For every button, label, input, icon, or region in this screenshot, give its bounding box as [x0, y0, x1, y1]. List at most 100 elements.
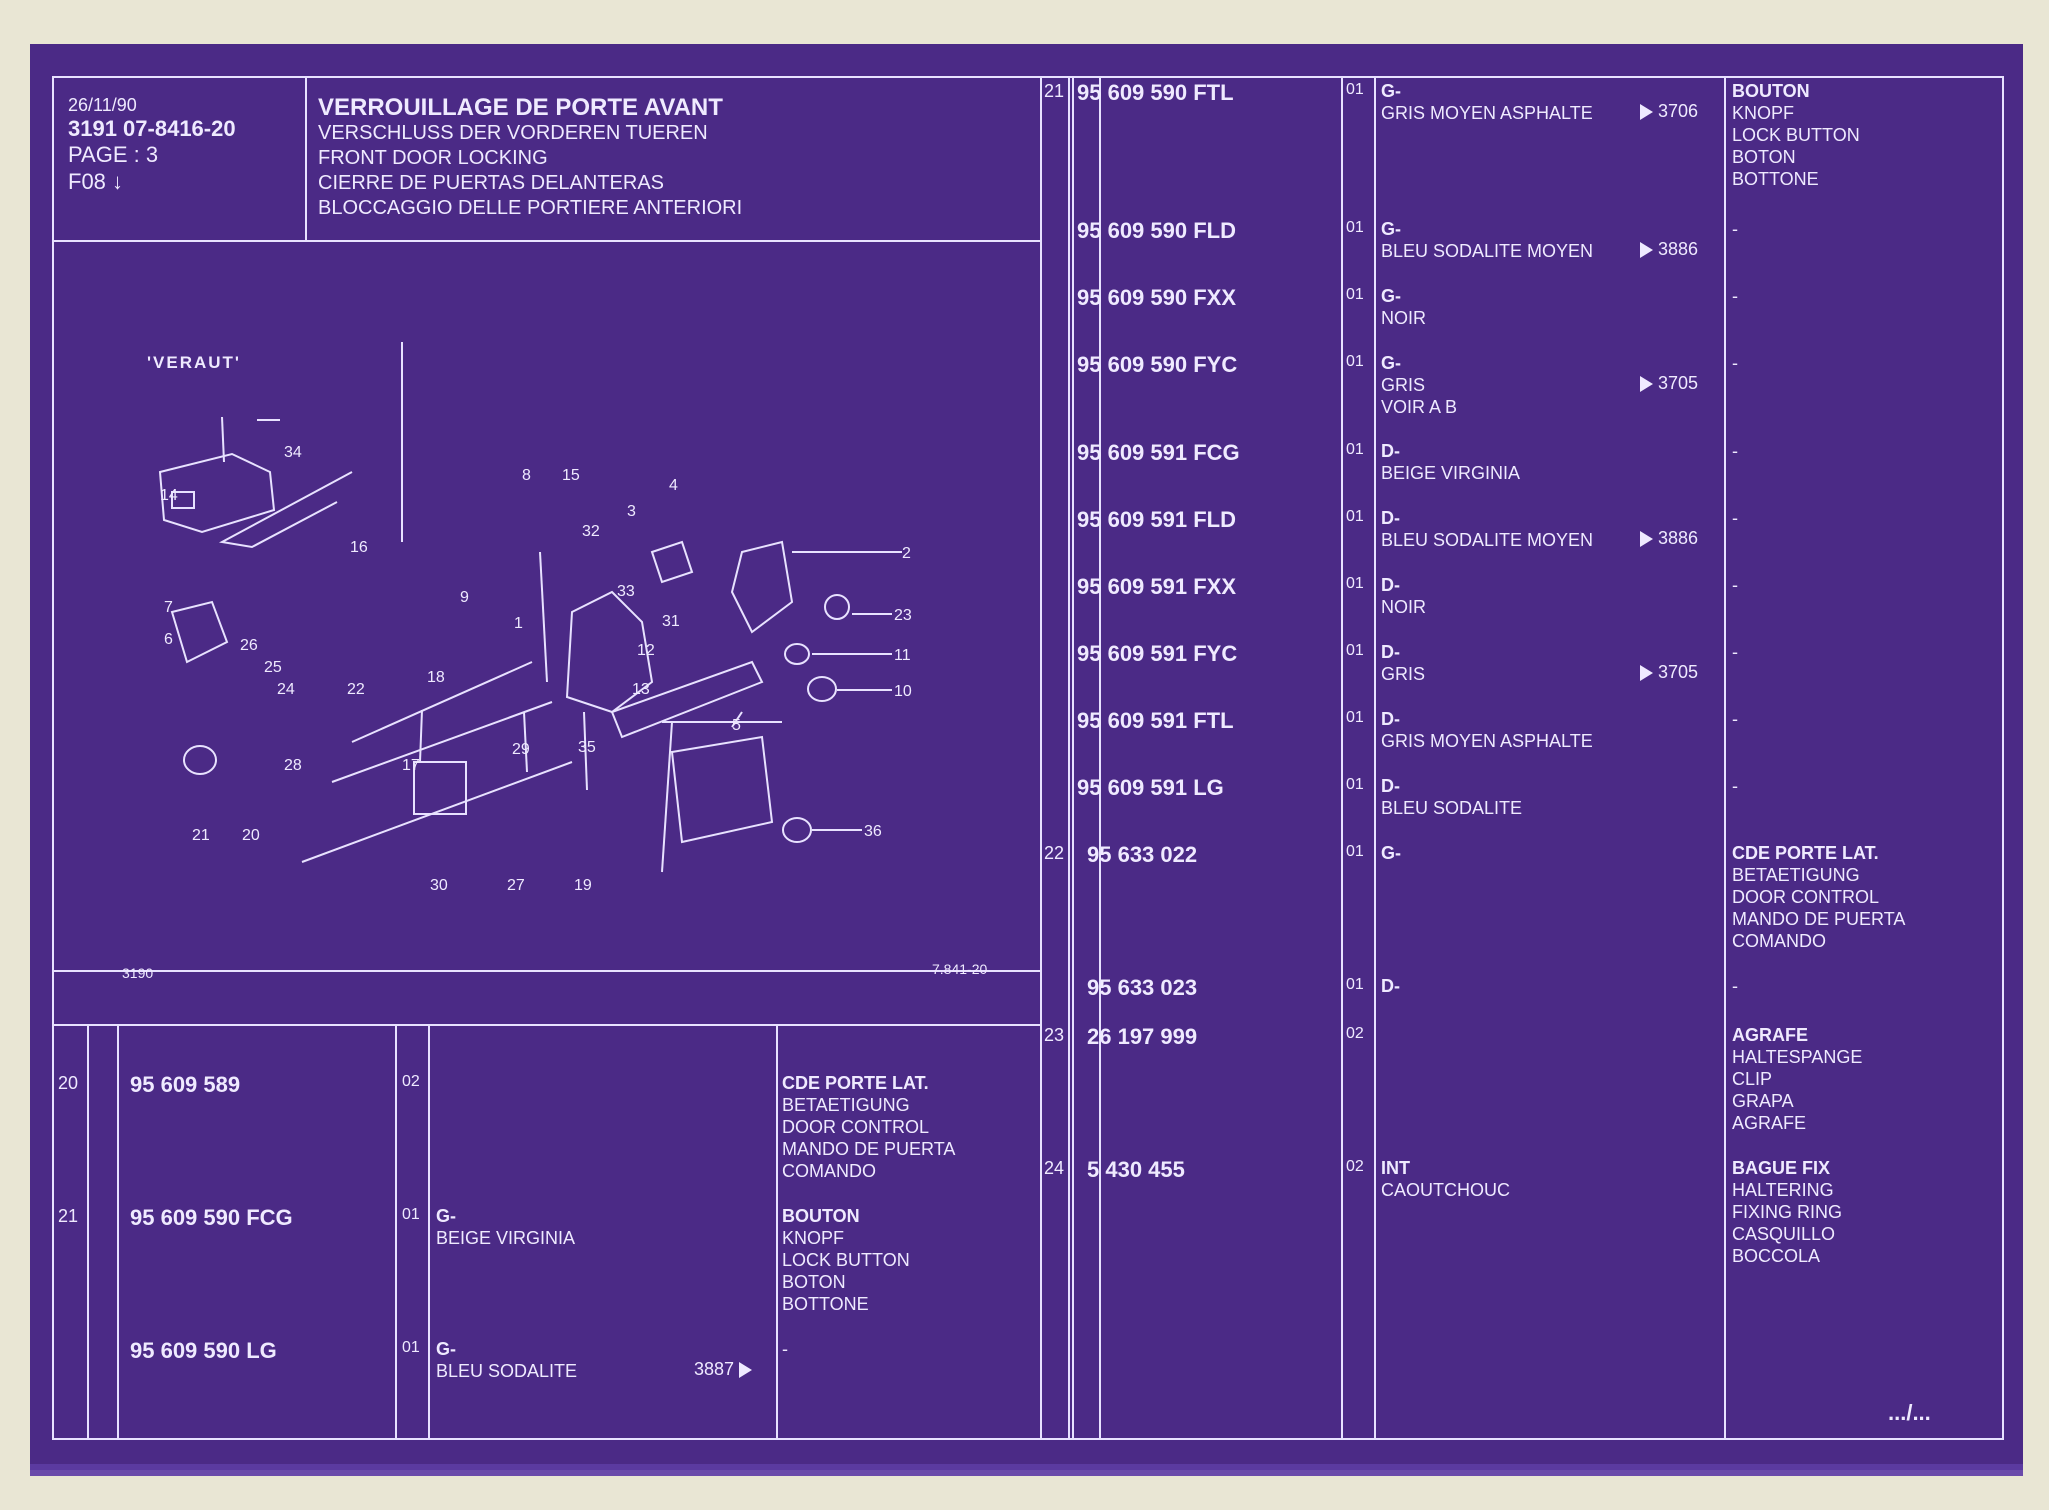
callout-number: 30 — [430, 877, 448, 894]
diagram-code-right: 7.841-20 — [932, 961, 987, 977]
cross-reference: 3886 — [1640, 529, 1698, 548]
part-number: 95 609 591 FCG — [1077, 440, 1240, 465]
cross-reference: 3887 — [694, 1359, 753, 1379]
cross-reference-number: 3705 — [1658, 373, 1699, 393]
row-position: 21 — [58, 1206, 79, 1226]
callout-number: 17 — [402, 757, 420, 774]
row-quantity: 01 — [1346, 843, 1364, 860]
part-label: BOTTONE — [1732, 169, 1819, 189]
part-label: HALTERING — [1732, 1180, 1834, 1200]
part-label: BOUTON — [782, 1206, 860, 1226]
part-label: LOCK BUTTON — [782, 1250, 910, 1270]
continuation-mark: .../... — [1888, 1400, 1931, 1425]
row-side: D- — [1381, 508, 1400, 528]
callout-number: 15 — [562, 467, 580, 484]
row-side: INT — [1381, 1158, 1410, 1178]
part-label: - — [1732, 286, 1738, 306]
part-number: 95 609 589 — [130, 1072, 241, 1097]
part-number: 95 609 590 FLD — [1077, 218, 1236, 243]
part-label: MANDO DE PUERTA — [1732, 909, 1906, 929]
callout-number: 24 — [277, 681, 295, 698]
down-arrow-icon: ↓ — [112, 169, 124, 194]
part-number: 26 197 999 — [1087, 1024, 1198, 1049]
row-description: GRIS MOYEN ASPHALTE — [1381, 103, 1593, 123]
row-description: GRIS MOYEN ASPHALTE — [1381, 731, 1593, 751]
header-page: PAGE : 3 — [68, 142, 159, 167]
cross-reference: 3886 — [1640, 240, 1698, 259]
part-label: CASQUILLO — [1732, 1224, 1836, 1244]
row-quantity: 02 — [1346, 1158, 1364, 1175]
part-number: 95 609 591 FYC — [1077, 641, 1238, 666]
part-label: - — [1732, 776, 1738, 796]
arrow-right-icon — [1640, 104, 1653, 121]
title-en: FRONT DOOR LOCKING — [318, 147, 548, 169]
part-label: BOUTON — [1732, 81, 1810, 101]
callout-number: 29 — [512, 741, 530, 758]
part-label: - — [1732, 219, 1738, 239]
part-label: BAGUE FIX — [1732, 1158, 1831, 1178]
part-label: KNOPF — [1732, 103, 1795, 123]
row-quantity: 01 — [1346, 81, 1364, 98]
callout-number: 14 — [160, 487, 178, 504]
arrow-right-icon — [1640, 376, 1653, 393]
row-quantity: 02 — [1346, 1025, 1364, 1042]
row-position: 23 — [1044, 1025, 1065, 1045]
part-label: MANDO DE PUERTA — [782, 1139, 956, 1159]
callout-number: 13 — [632, 681, 650, 698]
row-side: G- — [1381, 353, 1401, 373]
row-quantity: 01 — [1346, 642, 1364, 659]
row-side: G- — [436, 1206, 456, 1226]
part-label: - — [1732, 353, 1738, 373]
exploded-parts-diagram: 'VERAUT' 3190 7.841-20 12345678910111213… — [122, 342, 987, 981]
callout-number: 6 — [164, 631, 173, 648]
row-side: G- — [1381, 219, 1401, 239]
row-side: D- — [1381, 642, 1400, 662]
part-label: BOCCOLA — [1732, 1246, 1821, 1266]
header-code: 3191 07-8416-20 — [68, 116, 236, 141]
callout-number: 7 — [164, 599, 173, 616]
microfiche-sheet: 26/11/90 3191 07-8416-20 PAGE : 3 F08 ↓ … — [30, 44, 2023, 1464]
part-label: KNOPF — [782, 1228, 845, 1248]
callout-number: 16 — [350, 539, 368, 556]
callout-number: 35 — [578, 739, 596, 756]
cross-reference: 3705 — [1640, 373, 1699, 393]
row-description: BLEU SODALITE MOYEN — [1381, 241, 1594, 261]
row-quantity: 01 — [1346, 353, 1364, 370]
row-position: 20 — [58, 1073, 79, 1093]
row-position: 22 — [1044, 843, 1065, 863]
row-description: CAOUTCHOUC — [1381, 1180, 1510, 1200]
callout-number: 10 — [894, 683, 912, 700]
row-side: D- — [1381, 709, 1400, 729]
part-label: COMANDO — [1732, 931, 1826, 951]
callout-number: 12 — [637, 642, 655, 659]
cross-reference-number: 3887 — [694, 1359, 735, 1379]
row-quantity: 01 — [1346, 219, 1364, 236]
part-label: - — [1732, 976, 1738, 996]
part-label: BOTTONE — [782, 1294, 869, 1314]
row-position: 24 — [1044, 1158, 1065, 1178]
callout-number: 25 — [264, 659, 282, 676]
row-description: GRIS — [1381, 664, 1426, 684]
row-side: D- — [1381, 976, 1400, 996]
callout-number: 21 — [192, 827, 210, 844]
row-quantity: 01 — [402, 1339, 420, 1356]
cross-reference: 3705 — [1640, 663, 1698, 682]
part-number: 95 633 023 — [1087, 975, 1198, 1000]
row-side: G- — [1381, 286, 1401, 306]
part-label: GRAPA — [1732, 1091, 1794, 1111]
callout-number: 22 — [347, 681, 365, 698]
cross-reference: 3706 — [1640, 102, 1698, 121]
callout-number: 23 — [894, 607, 912, 624]
callout-number: 34 — [284, 444, 302, 461]
part-label: BOTON — [1732, 147, 1796, 167]
title-fr: VERROUILLAGE DE PORTE AVANT — [318, 94, 723, 121]
part-number: 95 609 590 FXX — [1077, 285, 1237, 310]
part-number: 95 609 591 LG — [1077, 775, 1224, 800]
row-note: VOIR A B — [1381, 397, 1458, 417]
callout-number: 18 — [427, 669, 445, 686]
part-label: COMANDO — [782, 1161, 876, 1181]
row-quantity: 01 — [402, 1206, 420, 1223]
diagram-code-left: 3190 — [122, 965, 153, 981]
row-quantity: 01 — [1346, 709, 1364, 726]
row-quantity: 02 — [402, 1073, 420, 1090]
